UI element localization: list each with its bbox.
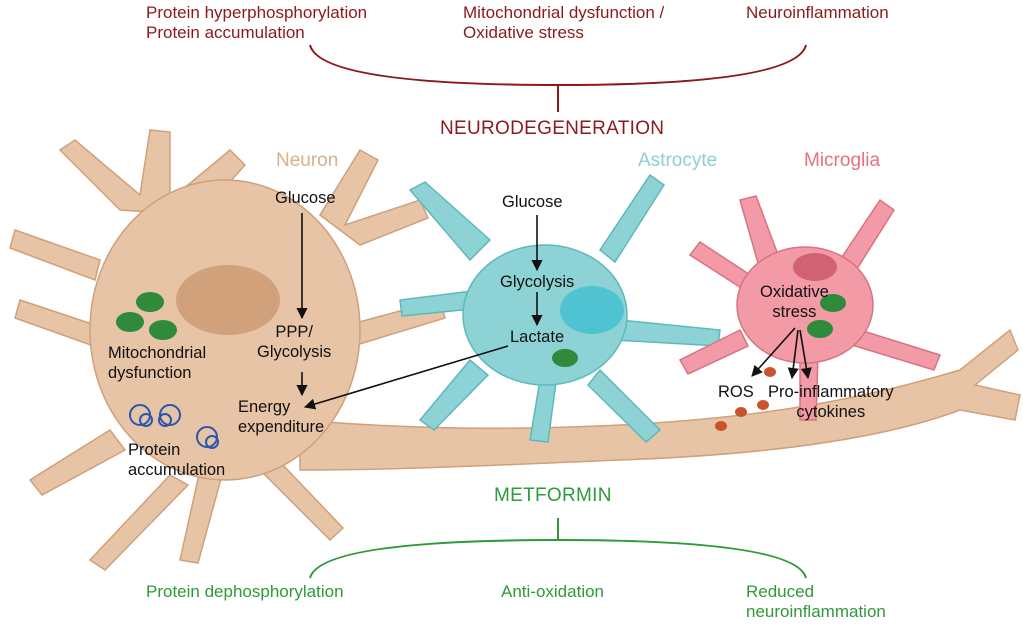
neuron-mito-dysfunction: Mitochondrial dysfunction [108,344,207,382]
metformin-label: METFORMIN [494,485,612,506]
neuron-nucleus [176,265,280,335]
neuron-glucose: Glucose [275,189,336,207]
neuron-ppp-glycolysis: PPP/ Glycolysis [257,323,332,361]
arrow-stress-cytokines-2 [799,329,812,380]
neuron-mitochondrion [149,320,177,340]
top-effect-inflammation: Neuroinflammation [746,3,889,22]
arrow-lactate-energy [303,345,509,410]
neuron-energy-expenditure: Energy expenditure [238,398,325,436]
microglia-nucleus [793,253,837,281]
astrocyte-cell [399,173,721,444]
top-bracket [309,44,807,87]
astrocyte-mitochondrion [552,349,578,367]
microglia-label: Microglia [804,150,881,171]
astrocyte-glucose: Glucose [502,193,563,211]
microglia-mitochondrion [807,320,833,338]
top-effect-protein: Protein hyperphosphorylation Protein acc… [146,3,367,44]
astrocyte-label: Astrocyte [638,150,718,171]
arrow-stress-cytokines-1 [787,329,799,380]
neuron-cell [9,129,446,571]
astrocyte-lactate: Lactate [510,328,565,346]
astrocyte-glycolysis: Glycolysis [500,273,575,291]
top-effect-mito: Mitochondrial dysfunction / Oxidative st… [463,3,664,44]
arrow-stress-ros [751,327,796,377]
microglia-oxidative-stress: Oxidative stress [760,283,829,321]
bottom-effect-reduced-neuroinflammation: Reduced neuroinflammation [746,582,886,622]
neuron-mitochondrion [116,312,144,332]
protein-aggregates [129,404,219,449]
top-effect-protein-line: Protein hyperphosphorylation Protein acc… [146,3,368,43]
neuron-mitochondrion [136,292,164,312]
neuron-protein-accumulation: Protein accumulation [128,441,226,479]
neuron-label: Neuron [276,150,339,171]
ros-dots [715,367,776,431]
bottom-effect-anti-oxidation: Anti-oxidation [501,582,605,601]
microglia-mitochondrion [820,294,846,312]
bottom-bracket [309,538,807,579]
microglia-cell [678,195,941,421]
astrocyte-nucleus [560,286,624,334]
neurodegeneration-label: NEURODEGENERATION [440,118,665,139]
microglia-ros: ROS [718,383,754,401]
microglia-cytokines: Pro-inflammatory cytokines [768,383,894,421]
bottom-effect-dephosphorylation: Protein dephosphorylation [146,582,344,601]
top-effect-mito-line: Mitochondrial dysfunction / Oxidative st… [463,3,665,43]
